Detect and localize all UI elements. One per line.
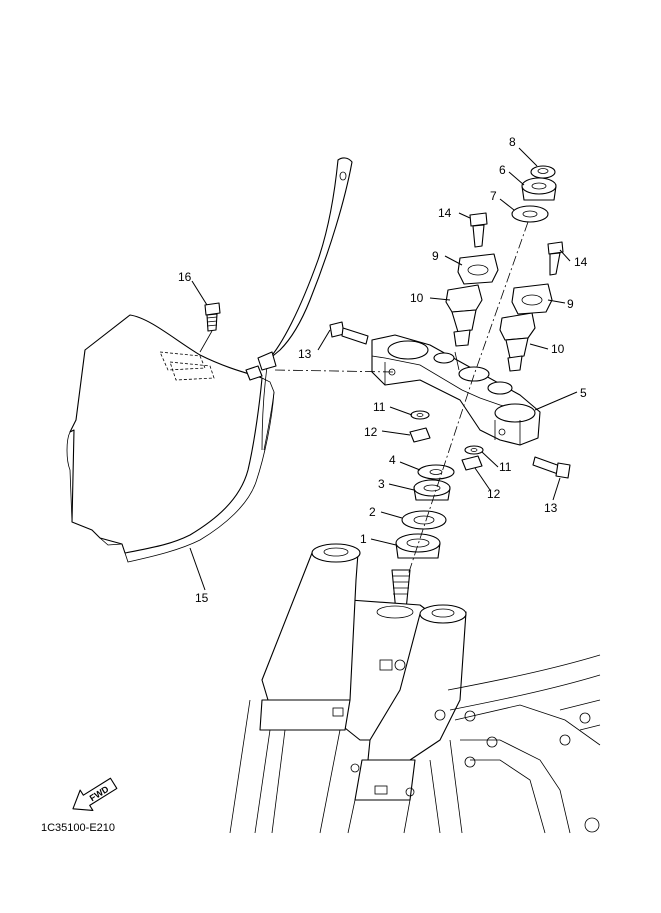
callout-12-left: 12 xyxy=(364,425,378,439)
bolt-14-left xyxy=(469,212,488,248)
callout-10-right: 10 xyxy=(551,342,565,356)
washer-4 xyxy=(417,464,455,480)
handlebar-clamp-right xyxy=(511,283,553,315)
callout-11-right: 11 xyxy=(499,460,512,474)
number-plate-part xyxy=(66,157,353,563)
callout-13-right: 13 xyxy=(544,501,558,515)
callout-14-right: 14 xyxy=(574,255,588,269)
bolt-13-left xyxy=(329,321,369,345)
callout-10-left: 10 xyxy=(410,291,424,305)
leader-lines xyxy=(189,147,578,591)
callout-12-right: 12 xyxy=(487,487,501,501)
washer-11-right xyxy=(464,445,484,455)
callout-3: 3 xyxy=(378,477,385,491)
bearing-cover-2 xyxy=(401,510,447,530)
bolt-14-right xyxy=(547,241,564,276)
upper-bracket-part xyxy=(371,334,541,446)
callout-13-left: 13 xyxy=(298,347,312,361)
callout-2: 2 xyxy=(369,505,376,519)
handlebar-holder-right xyxy=(499,312,536,372)
callout-6: 6 xyxy=(499,163,506,177)
handlebar-holder-left xyxy=(445,284,483,347)
callout-15: 15 xyxy=(195,591,209,605)
bolt-13-right xyxy=(532,456,571,479)
nut-12-left xyxy=(409,427,431,443)
diagram-code: 1C35100-E210 xyxy=(41,822,115,834)
ring-nut-3 xyxy=(413,479,451,501)
callout-5: 5 xyxy=(580,386,587,400)
callout-14-left: 14 xyxy=(438,206,452,220)
callout-11-left: 11 xyxy=(373,400,386,414)
bearing-1 xyxy=(395,533,441,559)
fwd-arrow-icon: FWD xyxy=(72,777,118,812)
callout-16: 16 xyxy=(178,270,192,284)
steering-nut-8 xyxy=(530,165,556,179)
collar-6 xyxy=(521,177,557,201)
callout-1: 1 xyxy=(360,532,367,546)
front-forks-frame xyxy=(229,543,601,834)
washer-11-left xyxy=(410,410,430,420)
plate-screw-part xyxy=(204,302,221,332)
washer-7 xyxy=(511,205,549,223)
callout-7: 7 xyxy=(490,189,497,203)
handlebar-clamp-left xyxy=(457,253,499,285)
callout-9-right: 9 xyxy=(567,297,574,311)
nut-12-right xyxy=(461,455,483,471)
callout-8: 8 xyxy=(509,135,516,149)
callout-4: 4 xyxy=(389,453,396,467)
callout-9-left: 9 xyxy=(432,249,439,263)
